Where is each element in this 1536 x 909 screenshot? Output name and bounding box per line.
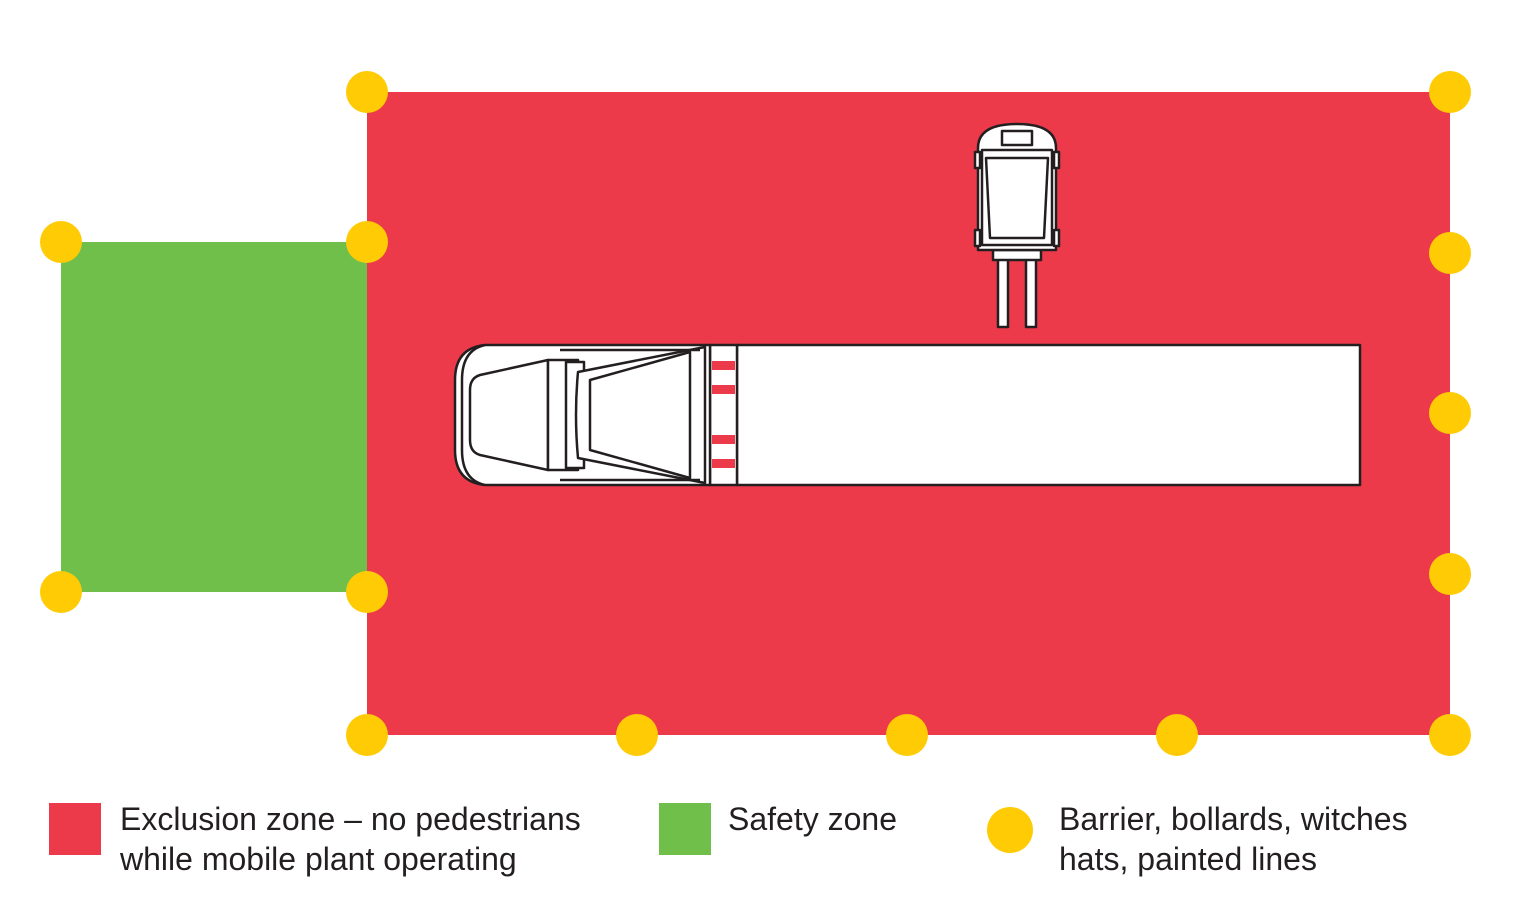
safety-zone: [61, 242, 367, 592]
exclusion-legend-line2: while mobile plant operating: [120, 841, 517, 877]
barrier-marker-icon: [1429, 232, 1471, 274]
barrier-marker-icon: [886, 714, 928, 756]
barrier-marker-icon: [1429, 71, 1471, 113]
exclusion-zone-swatch: [49, 803, 101, 855]
barrier-marker-icon: [346, 714, 388, 756]
barrier-marker-icon: [346, 71, 388, 113]
exclusion-zone-legend-label: Exclusion zone – no pedestrians while mo…: [120, 799, 581, 879]
barrier-marker-icon: [40, 221, 82, 263]
forklift-icon: [973, 122, 1061, 329]
barrier-marker-icon: [1429, 392, 1471, 434]
barrier-marker-icon: [1429, 714, 1471, 756]
barrier-marker-icon: [1156, 714, 1198, 756]
safety-legend-line1: Safety zone: [728, 801, 897, 837]
truck-icon: [453, 343, 1362, 487]
safety-zone-legend-label: Safety zone: [728, 799, 897, 839]
barrier-legend-line2: hats, painted lines: [1059, 841, 1317, 877]
barrier-marker-icon: [40, 571, 82, 613]
safety-zone-swatch: [659, 803, 711, 855]
barrier-marker-swatch: [987, 807, 1033, 853]
exclusion-legend-line1: Exclusion zone – no pedestrians: [120, 801, 581, 837]
barrier-legend-label: Barrier, bollards, witches hats, painted…: [1059, 799, 1408, 879]
barrier-marker-icon: [616, 714, 658, 756]
barrier-marker-icon: [1429, 553, 1471, 595]
barrier-legend-line1: Barrier, bollards, witches: [1059, 801, 1408, 837]
barrier-marker-icon: [346, 221, 388, 263]
barrier-marker-icon: [346, 571, 388, 613]
